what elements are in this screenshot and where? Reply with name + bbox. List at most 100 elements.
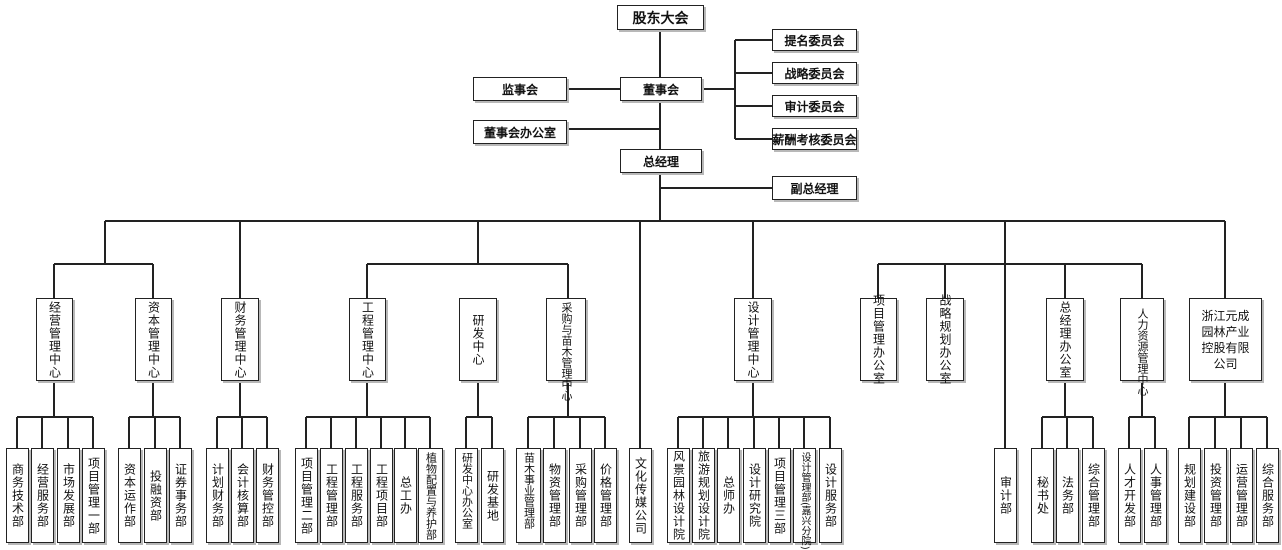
dept-label: 采购管理部 — [573, 463, 588, 528]
dept-box: 旅游规划设计院 — [692, 448, 715, 543]
dept-label: 苗木事业管理部 — [522, 451, 536, 529]
dept-box: 计划财务部 — [206, 448, 229, 543]
center-box: 财务管理中心 — [221, 298, 259, 381]
dept-label: 风景园林设计院 — [671, 450, 686, 541]
center-box: 总经理办公室 — [1046, 298, 1084, 381]
direct-unit-label: 审计部 — [998, 476, 1013, 515]
dept-label: 设计研究院 — [747, 463, 762, 528]
dept-label: 项目管理一部 — [86, 456, 101, 535]
dept-label: 会计核算部 — [235, 463, 250, 528]
dept-box: 投融资部 — [144, 448, 167, 543]
dept-label: 商务技术部 — [10, 463, 25, 528]
dept-label: 综合管理部 — [1086, 463, 1101, 528]
dept-box: 会计核算部 — [231, 448, 254, 543]
board-box: 董事会 — [620, 77, 702, 101]
dept-box: 植物配置与养护部 — [418, 448, 443, 543]
dept-box: 法务部 — [1056, 448, 1079, 543]
dept-label: 资本运作部 — [122, 463, 137, 528]
center-box: 人力资源管理中心 — [1120, 298, 1164, 396]
center-label: 人力资源管理中心 — [1136, 307, 1149, 396]
dept-label: 设计服务部 — [823, 463, 838, 528]
dept-label: 人事管理部 — [1148, 463, 1163, 528]
center-label: 研发中心 — [471, 313, 485, 366]
dept-label: 植物配置与养护部 — [424, 451, 438, 540]
dept-box: 工程管理部 — [320, 448, 343, 543]
shareholders-box: 股东大会 — [617, 5, 704, 30]
center-box: 采购与苗木管理中心 — [546, 298, 586, 401]
strategy-committee-box: 战略委员会 — [772, 62, 857, 84]
dept-label: 总工办 — [398, 476, 413, 515]
dept-box: 资本运作部 — [118, 448, 141, 543]
dept-box: 项目管理一部 — [82, 448, 105, 543]
dept-label: 运营管理部 — [1234, 463, 1249, 528]
subsidiary-box: 浙江元成 园林产业 控股有限 公司 — [1189, 298, 1262, 381]
dept-box: 工程服务部 — [345, 448, 368, 543]
nomination-committee-box: 提名委员会 — [772, 29, 857, 51]
dept-label: 价格管理部 — [598, 463, 613, 528]
dept-box: 总工办 — [394, 448, 417, 543]
dept-box: 设计研究院 — [743, 448, 766, 543]
dept-label: 计划财务部 — [210, 463, 225, 528]
dept-label: 工程服务部 — [349, 463, 364, 528]
dept-label: 人才开发部 — [1122, 463, 1137, 528]
dept-label: 旅游规划设计院 — [696, 450, 711, 541]
dept-box: 物资管理部 — [543, 448, 566, 543]
dept-box: 设计管理部(嘉兴分院) — [793, 448, 816, 550]
dept-box: 市场发展部 — [57, 448, 80, 543]
dept-box: 商务技术部 — [6, 448, 29, 543]
dept-label: 证券事务部 — [173, 463, 188, 528]
center-label: 项目管理办公室 — [871, 294, 886, 385]
direct-unit-box: 文化传媒公司 — [629, 448, 652, 543]
compensation-committee-box: 薪酬考核委员会 — [772, 128, 857, 150]
dept-box: 研发中心办公室 — [455, 448, 478, 543]
dept-box: 人事管理部 — [1144, 448, 1167, 543]
dept-box: 综合服务部 — [1256, 448, 1279, 543]
dept-label: 法务部 — [1060, 476, 1075, 515]
dept-label: 投资管理部 — [1208, 463, 1223, 528]
dept-box: 经营服务部 — [31, 448, 54, 543]
deputy-gm-box: 副总经理 — [772, 176, 857, 200]
dept-label: 项目管理二部 — [299, 456, 314, 535]
dept-label: 研发基地 — [485, 469, 500, 522]
dept-box: 价格管理部 — [594, 448, 617, 543]
center-box: 项目管理办公室 — [860, 294, 897, 385]
dept-box: 证券事务部 — [169, 448, 192, 543]
center-label: 资本管理中心 — [146, 300, 161, 379]
dept-box: 财务管控部 — [256, 448, 279, 543]
dept-box: 综合管理部 — [1082, 448, 1105, 543]
dept-box: 采购管理部 — [569, 448, 592, 543]
board-office-box: 董事会办公室 — [473, 120, 567, 144]
dept-label: 综合服务部 — [1260, 463, 1275, 528]
center-label: 总经理办公室 — [1058, 300, 1072, 379]
dept-label: 研发中心办公室 — [460, 451, 474, 529]
dept-label: 投融资部 — [148, 469, 163, 522]
dept-box: 风景园林设计院 — [667, 448, 690, 543]
dept-label: 工程管理部 — [324, 463, 339, 528]
center-box: 研发中心 — [459, 298, 497, 381]
center-label: 设计管理中心 — [746, 300, 760, 379]
center-box: 设计管理中心 — [734, 298, 772, 381]
dept-label: 规划建设部 — [1182, 463, 1197, 528]
dept-box: 投资管理部 — [1204, 448, 1227, 543]
dept-label: 工程项目部 — [374, 463, 389, 528]
audit-committee-box: 审计委员会 — [772, 95, 857, 117]
dept-box: 总师办 — [717, 448, 740, 543]
center-label: 财务管理中心 — [233, 300, 247, 379]
center-label: 采购与苗木管理中心 — [560, 301, 573, 401]
dept-box: 规划建设部 — [1178, 448, 1201, 543]
direct-unit-box: 审计部 — [994, 448, 1017, 543]
dept-label: 物资管理部 — [547, 463, 562, 528]
dept-label: 设计管理部(嘉兴分院) — [799, 451, 810, 550]
center-box: 工程管理中心 — [349, 298, 386, 381]
dept-label: 财务管控部 — [260, 463, 275, 528]
supervisory-board-box: 监事会 — [473, 77, 567, 101]
dept-box: 苗木事业管理部 — [516, 448, 541, 543]
center-label: 经营管理中心 — [47, 300, 62, 379]
center-box: 资本管理中心 — [135, 298, 172, 381]
center-box: 经营管理中心 — [36, 298, 73, 381]
dept-box: 设计服务部 — [819, 448, 842, 543]
center-label: 战略规划办公室 — [938, 294, 952, 385]
subsidiary-label: 浙江元成 园林产业 控股有限 公司 — [1201, 308, 1250, 371]
